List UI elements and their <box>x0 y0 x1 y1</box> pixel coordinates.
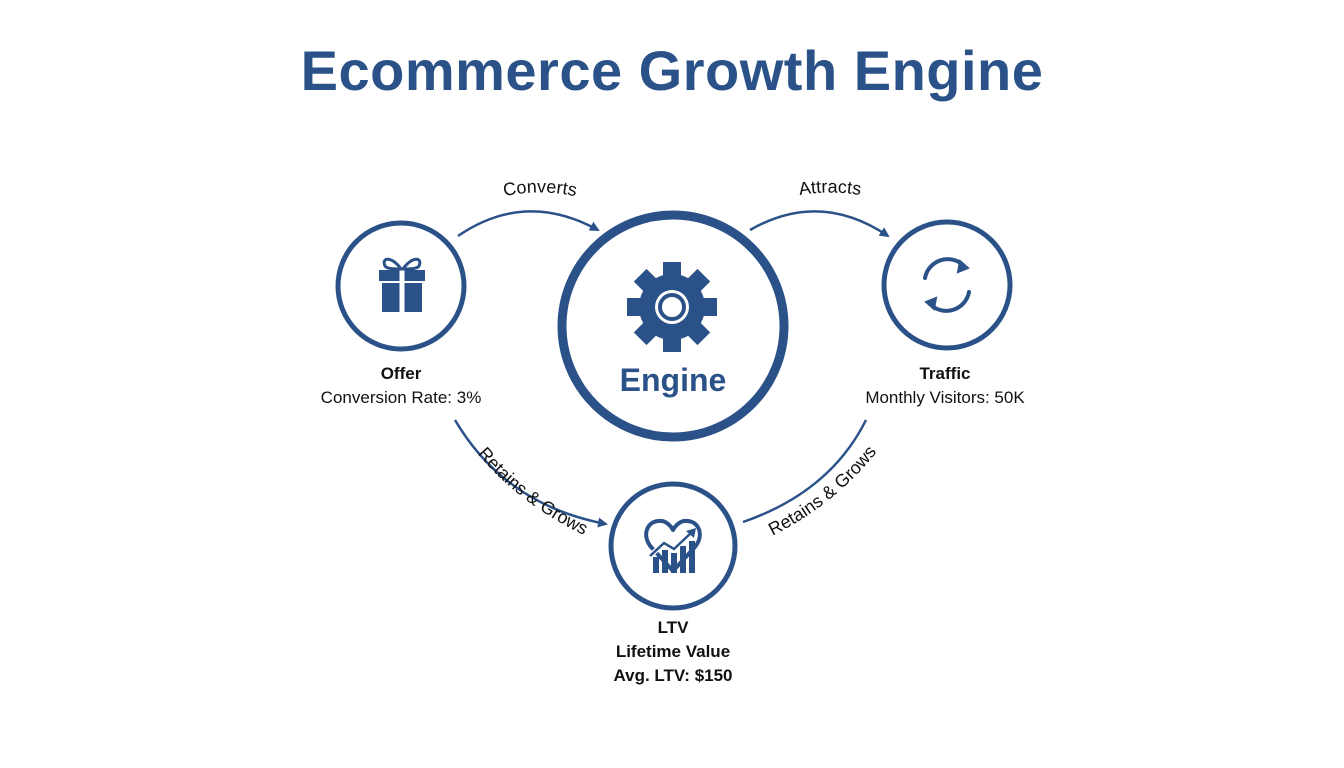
heart-chart-icon <box>644 518 702 573</box>
offer-metric: Conversion Rate: 3% <box>320 388 482 407</box>
ltv-metric: Avg. LTV: $150 <box>613 666 733 685</box>
arrow-label-retains-right: Retains & Grows <box>765 442 880 540</box>
arrow-ltv-to-traffic <box>742 419 868 524</box>
ltv-label: LTV Lifetime Value Avg. LTV: $150 <box>573 616 773 688</box>
offer-name: Offer <box>380 364 422 383</box>
arrow-offer-to-engine <box>457 210 600 238</box>
traffic-metric: Monthly Visitors: 50K <box>865 388 1025 407</box>
gift-icon <box>379 257 425 312</box>
engine-label: Engine <box>619 362 727 398</box>
offer-label: Offer Conversion Rate: 3% <box>301 362 501 410</box>
traffic-name: Traffic <box>919 364 971 383</box>
diagram-title: Ecommerce Growth Engine <box>300 39 1044 102</box>
refresh-icon <box>923 257 971 313</box>
arrow-engine-to-traffic <box>749 210 890 238</box>
traffic-label: Traffic Monthly Visitors: 50K <box>825 362 1065 410</box>
arrow-label-retains-left: Retains & Grows <box>474 443 591 538</box>
ltv-name: LTV <box>657 618 689 637</box>
arrow-offer-to-ltv <box>453 419 608 528</box>
traffic-node-circle <box>881 219 1013 351</box>
arrow-label-attracts: Attracts <box>797 176 862 199</box>
ltv-subtitle: Lifetime Value <box>615 642 731 661</box>
gear-icon <box>627 262 717 352</box>
arrow-label-converts: Converts <box>501 176 578 200</box>
